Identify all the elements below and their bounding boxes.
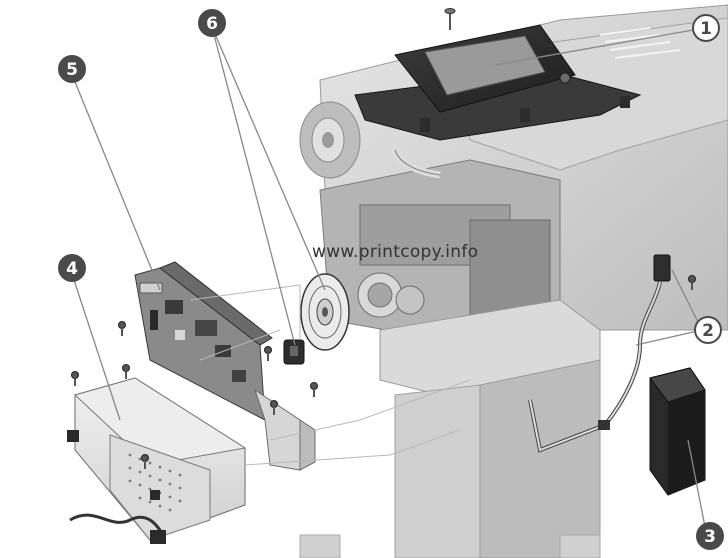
screw-icon: [270, 400, 278, 415]
callout-badge-icon: 4: [58, 254, 86, 282]
screw-icon: [264, 346, 272, 361]
screw-icon: [122, 364, 130, 379]
callout-badge-icon: 1: [692, 14, 720, 42]
power-supply-part: [67, 377, 247, 544]
callout-2-label: 2: [702, 321, 714, 341]
callout-5-label: 5: [66, 60, 78, 80]
callout-badge-icon: 2: [694, 316, 722, 344]
encoder-sensor-part: [283, 339, 305, 365]
main-pca-board-part: [134, 261, 316, 471]
screw-icon: [310, 382, 318, 397]
screw-icon: [688, 275, 696, 290]
watermark-text: www.printcopy.info: [312, 242, 478, 262]
callout-4-label: 4: [66, 259, 78, 279]
sensor-housing-part: [649, 367, 706, 496]
encoder-disk-part: [300, 273, 350, 351]
callout-badge-icon: 5: [58, 55, 86, 83]
screw-icon: [141, 454, 149, 469]
screw-icon: [118, 321, 126, 336]
callout-badge-icon: 3: [696, 522, 724, 550]
leader-lines: [72, 26, 707, 533]
screw-icon: [71, 371, 79, 386]
screw-icon: [444, 8, 456, 30]
callout-badge-icon: 6: [198, 9, 226, 37]
sensor-cable-part: [528, 254, 671, 453]
placement-guide-lines: [189, 284, 471, 466]
callout-3-label: 3: [704, 527, 716, 547]
front-panel-part: [354, 24, 642, 141]
callout-6-label: 6: [206, 14, 218, 34]
callout-1-label: 1: [700, 19, 712, 39]
